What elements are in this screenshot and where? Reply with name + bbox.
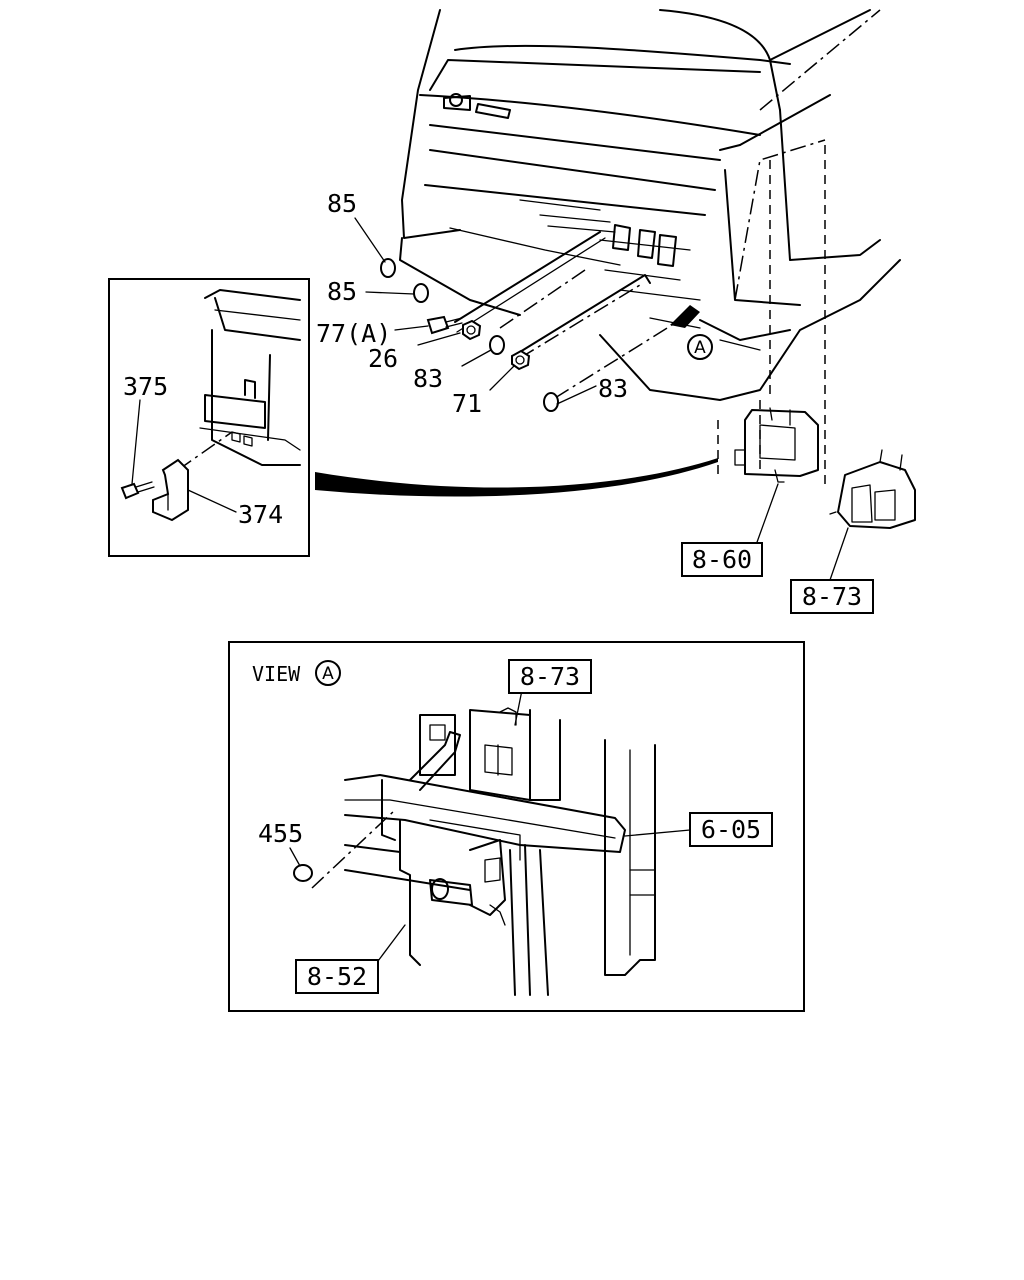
ref-6-05: 6-05 [701, 815, 761, 844]
grommet-85-upper [380, 258, 396, 278]
leader-lines [354, 217, 597, 405]
fastener-parts [380, 258, 559, 412]
callout-455: 455 [258, 819, 303, 848]
callout-85-upper: 85 [327, 189, 357, 218]
callout-labels: 85 85 77(A) 26 83 71 83 [316, 189, 628, 418]
plug-455 [293, 864, 313, 882]
nut-71 [511, 349, 531, 371]
ref-box-8-73-top [790, 579, 874, 614]
detail-inset: 375 374 [108, 278, 310, 557]
ref-box-6-05 [689, 812, 773, 847]
reference-boxes-top: 8-60 8-73 [681, 542, 874, 614]
callout-374: 374 [238, 500, 283, 529]
view-a-word: VIEW [252, 662, 301, 686]
bolt-375 [120, 482, 140, 500]
callout-71: 71 [452, 389, 482, 418]
ref-8-73-top: 8-73 [802, 582, 862, 611]
callout-83-right: 83 [598, 374, 628, 403]
ref-box-8-60 [681, 542, 763, 577]
bolt-77a [426, 315, 450, 335]
grommet-83-right [543, 392, 559, 412]
callout-375: 375 [123, 372, 168, 401]
callout-85-lower: 85 [327, 277, 357, 306]
ref-8-73-view: 8-73 [520, 662, 580, 691]
arrow-marker-letter: A [694, 338, 706, 358]
callout-77a: 77(A) [316, 319, 391, 348]
grommet-83-left [489, 335, 505, 355]
callout-26: 26 [368, 344, 398, 373]
nut-26 [462, 319, 482, 341]
detail-connector [315, 458, 718, 497]
grommet-85-lower [413, 283, 429, 303]
ref-box-8-73-view [508, 659, 592, 694]
ref-8-52: 8-52 [307, 962, 367, 991]
ref-box-8-52 [295, 959, 379, 994]
view-a-letter: A [322, 664, 334, 684]
bracket-374 [152, 458, 189, 522]
cab-front-drawing: A [399, 9, 901, 490]
connector-parts [734, 407, 916, 581]
callout-83-left: 83 [413, 364, 443, 393]
ref-8-60: 8-60 [692, 545, 752, 574]
view-a-panel: VIEW A [228, 641, 805, 1012]
